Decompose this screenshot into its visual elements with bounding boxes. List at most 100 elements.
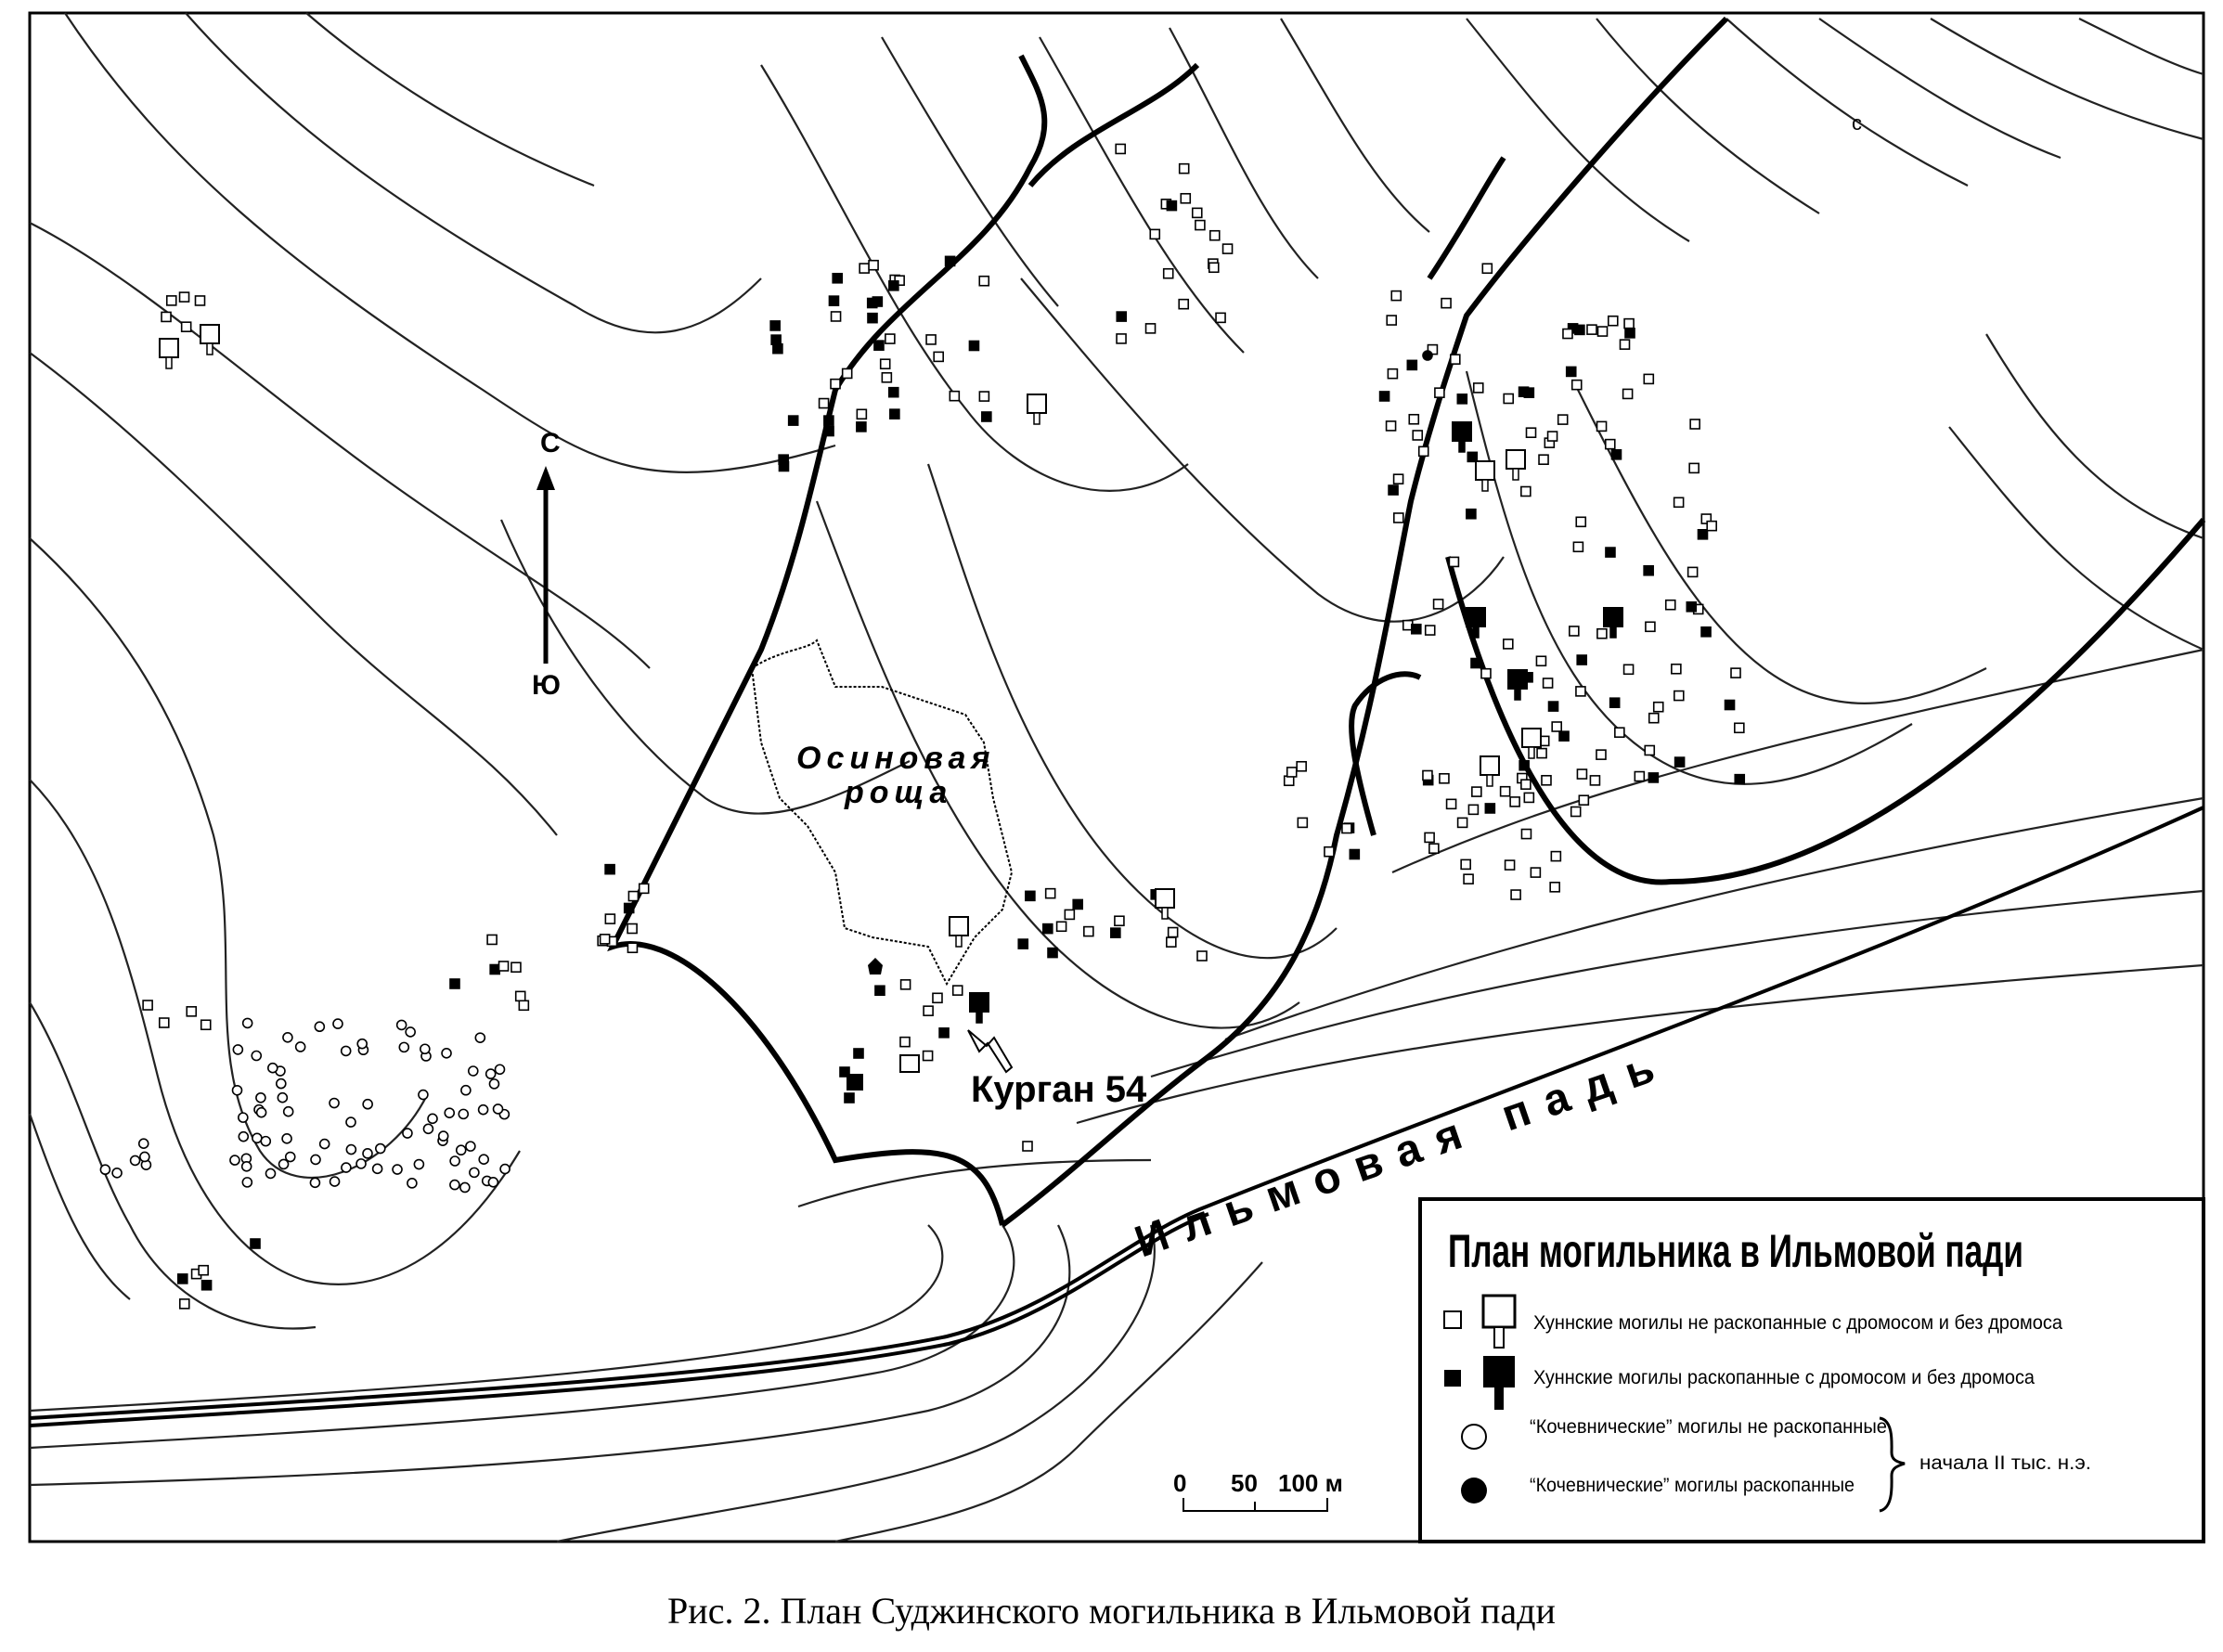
- excavated-grave-marker: [844, 1092, 855, 1103]
- unexcavated-grave-marker: [868, 259, 879, 271]
- unexcavated-grave-marker: [1178, 162, 1190, 174]
- excavated-grave-marker: [1558, 730, 1570, 742]
- contour-line: [64, 12, 836, 473]
- unexcavated-grave-marker: [1596, 627, 1608, 639]
- contour-line: [1465, 370, 1913, 785]
- excavated-grave-marker: [847, 1074, 863, 1091]
- unexcavated-grave-marker: [925, 334, 937, 345]
- unexcavated-grave-marker: [1614, 727, 1625, 738]
- contour-line: [556, 1224, 1156, 1543]
- unexcavated-dromos-grave-marker: [1161, 907, 1169, 920]
- contour-line: [1948, 426, 2204, 652]
- unexcavated-nomad-grave-marker: [362, 1098, 373, 1110]
- unexcavated-nomad-grave-marker: [444, 1107, 456, 1118]
- unexcavated-dromos-grave-marker: [206, 342, 213, 355]
- contour-line: [29, 222, 651, 669]
- contour-line: [185, 12, 762, 334]
- unexcavated-nomad-grave-marker: [309, 1177, 321, 1189]
- unexcavated-dromos-grave-marker: [159, 338, 179, 358]
- legend-brace-label: начала II тыс. н.э.: [1919, 1452, 2091, 1474]
- unexcavated-grave-marker: [885, 333, 896, 344]
- unexcavated-grave-marker: [1422, 769, 1433, 781]
- unexcavated-grave-marker: [1607, 315, 1619, 327]
- contour-line: [305, 12, 595, 187]
- unexcavated-dromos-grave-marker: [1528, 746, 1535, 759]
- contour-line: [2078, 18, 2204, 76]
- unexcavated-grave-marker: [1687, 566, 1699, 578]
- excavated-grave-marker: [1609, 697, 1621, 708]
- unexcavated-grave-marker: [1503, 639, 1514, 650]
- unexcavated-grave-marker: [1575, 516, 1587, 528]
- unexcavated-grave-marker: [1390, 290, 1402, 302]
- unexcavated-grave-marker: [899, 1054, 920, 1073]
- north-arrow: С Ю: [532, 428, 561, 701]
- unexcavated-nomad-grave-marker: [355, 1158, 367, 1169]
- excavated-grave-marker: [938, 1027, 950, 1039]
- unexcavated-grave-marker: [1195, 219, 1206, 231]
- unexcavated-nomad-grave-marker: [413, 1158, 425, 1170]
- unexcavated-grave-marker: [818, 397, 830, 409]
- unexcavated-nomad-grave-marker: [240, 1161, 252, 1172]
- unexcavated-grave-marker: [1688, 462, 1700, 474]
- excavated-dromos-grave-marker: [1603, 607, 1623, 627]
- unexcavated-nomad-grave-marker: [392, 1164, 403, 1175]
- unexcavated-grave-marker: [1167, 926, 1179, 938]
- unexcavated-grave-marker: [161, 311, 172, 323]
- unexcavated-dromos-grave-marker: [1506, 449, 1526, 470]
- unexcavated-nomad-grave-marker: [267, 1062, 278, 1074]
- unexcavated-nomad-grave-marker: [241, 1177, 253, 1188]
- contour-line: [834, 1261, 1263, 1543]
- unexcavated-grave-marker: [1208, 262, 1220, 274]
- unexcavated-nomad-grave-marker: [139, 1151, 150, 1163]
- unexcavated-grave-marker: [1441, 297, 1452, 309]
- unexcavated-grave-marker: [627, 942, 639, 954]
- excavated-dromos-grave-marker: [1466, 607, 1486, 627]
- excavated-grave-marker: [1388, 484, 1399, 496]
- unexcavated-grave-marker: [1434, 387, 1445, 398]
- unexcavated-grave-marker: [1652, 701, 1664, 713]
- unexcavated-grave-marker: [200, 1019, 212, 1031]
- unexcavated-grave-marker: [923, 1005, 934, 1016]
- contour-line: [29, 1224, 1015, 1450]
- excavated-grave-marker: [1072, 898, 1084, 910]
- excavated-grave-marker: [787, 415, 799, 426]
- unexcavated-grave-marker: [1520, 779, 1532, 790]
- kurgan-label: Курган 54: [971, 1069, 1147, 1110]
- contour-line: [1391, 648, 2204, 874]
- unexcavated-grave-marker: [498, 961, 510, 972]
- unexcavated-grave-marker: [1623, 317, 1635, 329]
- unexcavated-grave-marker: [1535, 655, 1547, 667]
- unexcavated-grave-marker: [1022, 1141, 1033, 1152]
- unexcavated-nomad-grave-marker: [251, 1050, 263, 1062]
- unexcavated-nomad-grave-marker: [375, 1142, 386, 1155]
- unexcavated-grave-marker: [158, 1017, 170, 1028]
- excavated-grave-marker: [1576, 654, 1588, 665]
- excavated-grave-marker: [176, 1273, 188, 1284]
- scale-tick-label: 50: [1231, 1469, 1258, 1497]
- contour-line: [1020, 277, 1505, 623]
- excavated-dromos-grave-marker: [1507, 669, 1528, 690]
- unexcavated-grave-marker: [1634, 770, 1646, 782]
- unexcavated-grave-marker: [1144, 323, 1157, 334]
- unexcavated-grave-marker: [1520, 485, 1532, 497]
- contour-line: [29, 537, 428, 1179]
- unexcavated-grave-marker: [1448, 556, 1460, 568]
- excavated-grave-marker: [770, 334, 782, 345]
- unexcavated-grave-marker: [198, 1264, 209, 1276]
- unexcavated-nomad-grave-marker: [314, 1021, 326, 1033]
- unexcavated-nomad-grave-marker: [340, 1045, 352, 1057]
- unexcavated-nomad-grave-marker: [345, 1143, 357, 1155]
- unexcavated-nomad-grave-marker: [276, 1078, 287, 1090]
- unexcavated-nomad-grave-marker: [418, 1089, 429, 1101]
- excavated-grave-marker: [1643, 564, 1654, 576]
- excavated-dromos-grave-marker: [1609, 626, 1617, 639]
- unexcavated-nomad-grave-marker: [407, 1178, 418, 1189]
- unexcavated-nomad-grave-marker: [137, 1138, 149, 1149]
- excavated-nomad-grave-marker: [1422, 350, 1433, 361]
- unexcavated-dromos-grave-marker: [165, 356, 173, 369]
- excavated-grave-marker: [489, 963, 500, 975]
- scale-tick-label: 0: [1173, 1469, 1186, 1497]
- excavated-grave-marker: [1047, 947, 1058, 959]
- unexcavated-grave-marker: [978, 275, 990, 287]
- unexcavated-grave-marker: [1730, 667, 1741, 678]
